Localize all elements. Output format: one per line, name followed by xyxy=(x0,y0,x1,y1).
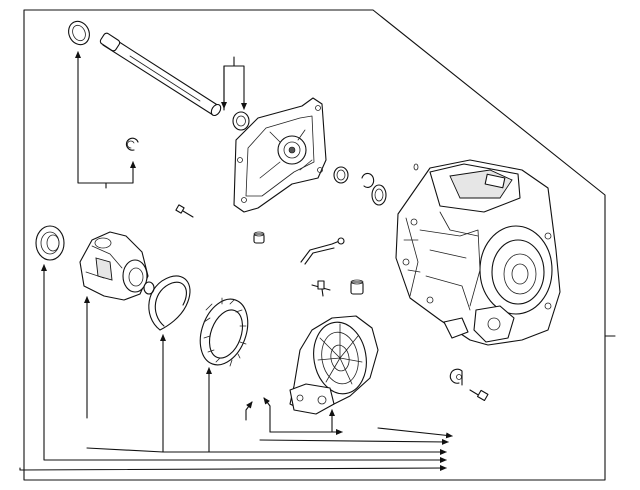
axle-seal-upper xyxy=(68,20,90,46)
differential-carrier xyxy=(289,315,379,415)
axle-seal-left xyxy=(35,225,65,261)
leader-seal-clip xyxy=(75,51,107,184)
retaining-clip xyxy=(449,368,463,386)
output-shaft xyxy=(99,32,222,117)
leader-bottom-a xyxy=(377,427,453,439)
shaft-seal xyxy=(232,111,250,131)
leader-bottom-d xyxy=(86,447,447,455)
leader-small-hook xyxy=(245,401,253,421)
leader-cover-seal-arrow-b xyxy=(233,65,247,110)
leader-bottom-f xyxy=(19,465,447,472)
main-housing-assembly xyxy=(395,159,561,346)
bolt xyxy=(175,204,194,218)
frame-outline xyxy=(23,9,606,481)
differential-case xyxy=(79,231,155,301)
ring-gear xyxy=(199,297,249,367)
leader-seal-clip-branch xyxy=(105,161,136,184)
end-cover xyxy=(233,97,327,213)
leader-cover-seal xyxy=(223,56,235,111)
plug xyxy=(253,231,265,244)
leader-bottom-c xyxy=(259,438,449,445)
sensor-bracket xyxy=(300,237,345,265)
leader-carrier-hook xyxy=(263,397,271,433)
leader-bottom-e xyxy=(43,427,447,463)
breather xyxy=(311,279,364,297)
large-snap-ring xyxy=(148,275,191,331)
mount-bolt xyxy=(469,389,489,402)
snap-ring-small xyxy=(125,137,139,151)
bearing-rings xyxy=(333,163,419,206)
